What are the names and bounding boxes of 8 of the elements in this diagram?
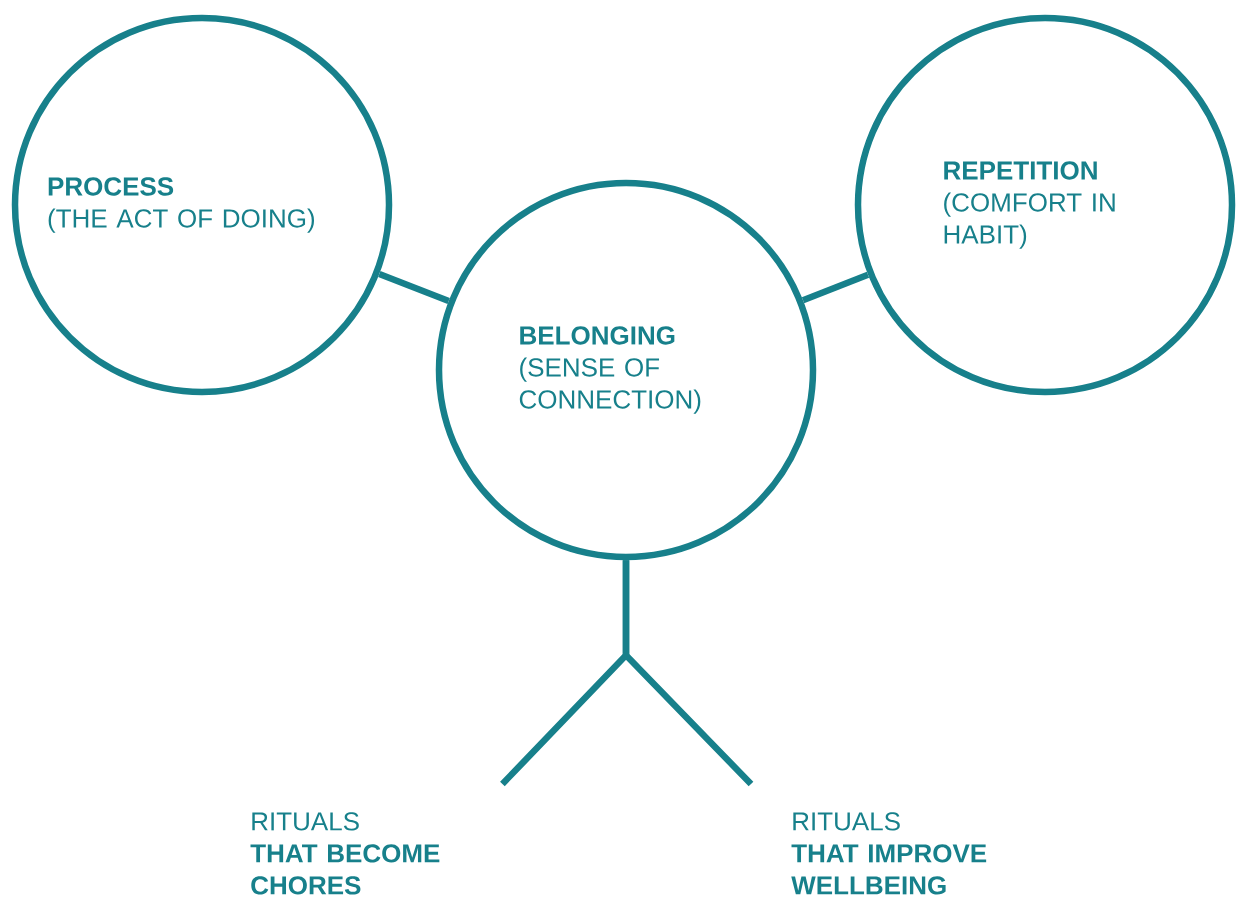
connector-line (378, 270, 450, 305)
text-label: RITUALS THAT IMPROVE WELLBEING (791, 812, 987, 895)
circle-node: PROCESS (THE ACT OF DOING) (11, 14, 393, 396)
circle-node: BELONGING (SENSE OF CONNECTION) (435, 179, 817, 561)
text-label: RITUALS THAT BECOME CHORES (250, 812, 440, 895)
circle-node: REPETITION (COMFORT IN HABIT) (854, 14, 1236, 396)
connector-line (801, 271, 870, 304)
connector-line (622, 560, 754, 787)
